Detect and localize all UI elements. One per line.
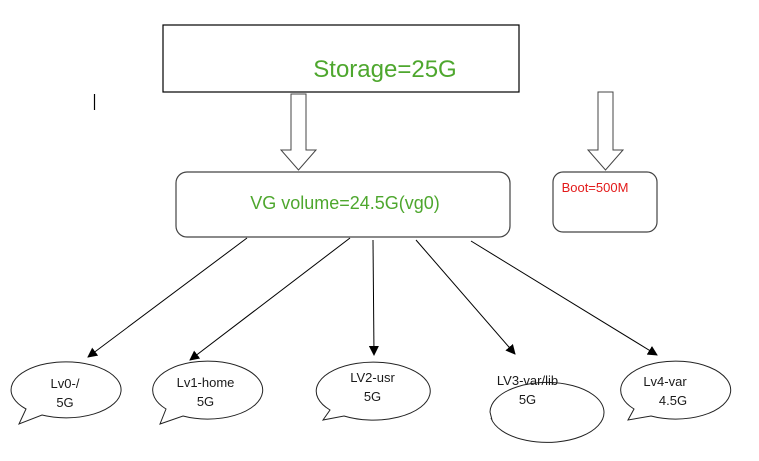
bubble-lv0[interactable] — [10, 361, 122, 425]
boot-box[interactable] — [552, 171, 658, 233]
bubble-lv3[interactable] — [489, 381, 605, 443]
lv4-name: Lv4-var — [643, 374, 687, 389]
connector-lv3 — [415, 239, 516, 355]
storage-box[interactable] — [162, 24, 520, 93]
lv2-name: LV2-usr — [350, 370, 395, 385]
lv0-size: 5G — [56, 395, 74, 410]
bubble-lv1[interactable] — [152, 360, 264, 425]
lv4-size: 4.5G — [658, 393, 688, 408]
boot-label: Boot=500M — [561, 180, 629, 195]
lv1-size: 5G — [196, 394, 215, 409]
connector-lv4 — [470, 240, 658, 356]
lv2-size: 5G — [363, 389, 382, 404]
storage-label: Storage=25G — [313, 56, 457, 83]
block-arrow-to-vg — [279, 93, 318, 171]
lv3-name: LV3-var/lib — [496, 373, 559, 388]
connector-lv1 — [189, 237, 351, 361]
vg-box[interactable] — [175, 171, 511, 238]
lv1-name: Lv1-home — [176, 375, 235, 390]
vg-label: VG volume=24.5G(vg0) — [250, 193, 440, 213]
bubble-lv4[interactable] — [620, 360, 732, 421]
lv3-size: 5G — [518, 392, 537, 407]
connector-lv2 — [368, 239, 379, 356]
bubble-lv2[interactable] — [315, 361, 431, 421]
connector-lv0 — [87, 237, 248, 358]
block-arrow-to-boot — [586, 91, 625, 171]
lv0-name: Lv0-/ — [50, 376, 80, 391]
